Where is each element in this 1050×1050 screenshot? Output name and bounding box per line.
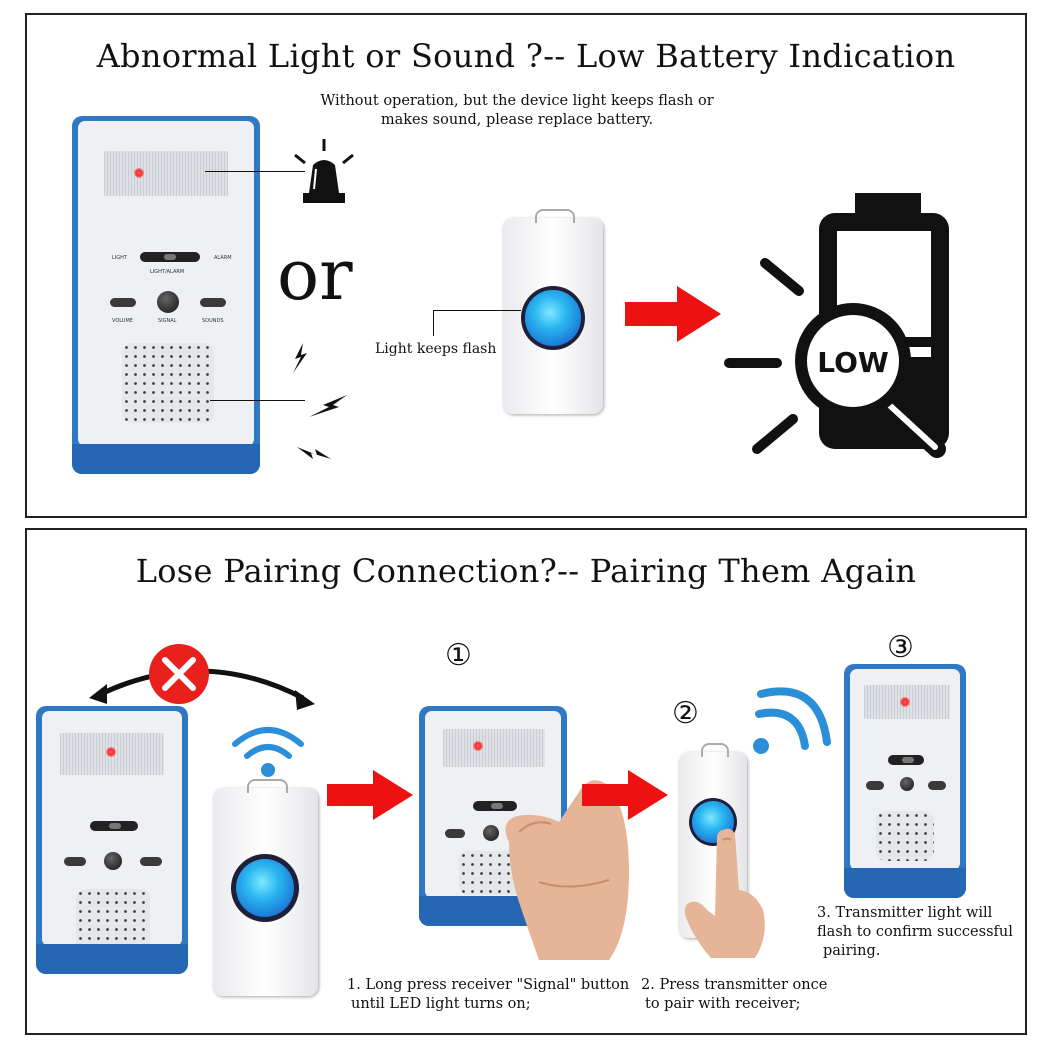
red-arrow-icon	[625, 286, 721, 342]
led-light	[134, 168, 144, 178]
step3-number: ③	[887, 630, 914, 665]
step3-caption: 3. Transmitter light will flash to confi…	[817, 905, 1013, 959]
volume-button	[110, 298, 136, 307]
red-arrow-icon	[327, 770, 413, 820]
speaker-grille	[122, 343, 214, 423]
pairing-panel: Lose Pairing Connection?-- Pairing Them …	[25, 528, 1027, 1035]
panel2-title: Lose Pairing Connection?-- Pairing Them …	[135, 552, 917, 590]
low-battery-panel: Abnormal Light or Sound ?-- Low Battery …	[25, 13, 1027, 518]
step2-caption: 2. Press transmitter once to pair with r…	[641, 977, 828, 1012]
red-arrow-icon	[582, 770, 668, 820]
receiver-device-paired	[844, 664, 966, 898]
step1-caption: 1. Long press receiver "Signal" button u…	[347, 977, 630, 1012]
wifi-signal-icon	[753, 687, 831, 754]
receiver-device-step1	[419, 706, 567, 926]
light-alarm-switch	[140, 252, 200, 262]
cross-icon	[149, 644, 209, 704]
wifi-signal-icon	[232, 727, 304, 777]
panel1-title: Abnormal Light or Sound ?-- Low Battery …	[96, 37, 956, 75]
step2-number: ②	[672, 696, 699, 731]
signal-button	[157, 291, 179, 313]
receiver-device-unpaired	[36, 706, 188, 974]
low-battery-icon: LOW	[724, 193, 949, 458]
or-text: or	[277, 234, 353, 316]
transmitter-device	[503, 209, 603, 414]
sounds-button	[200, 298, 226, 307]
finger-press-icon	[684, 828, 765, 958]
step1-number: ①	[445, 638, 472, 673]
light-keeps-flash-label: Light keeps flash	[375, 341, 497, 357]
panel1-description: Without operation, but the device light …	[320, 93, 714, 128]
transmitter-device-unpaired	[213, 779, 318, 996]
sound-icon	[293, 343, 347, 459]
alarm-light-icon	[294, 139, 354, 203]
transmitter-button	[521, 286, 585, 350]
low-text: LOW	[817, 346, 889, 379]
light-panel	[104, 151, 228, 196]
receiver-device: LIGHT ALARM LIGHT/ALARM VOLUME SIGNAL SO…	[72, 116, 260, 474]
